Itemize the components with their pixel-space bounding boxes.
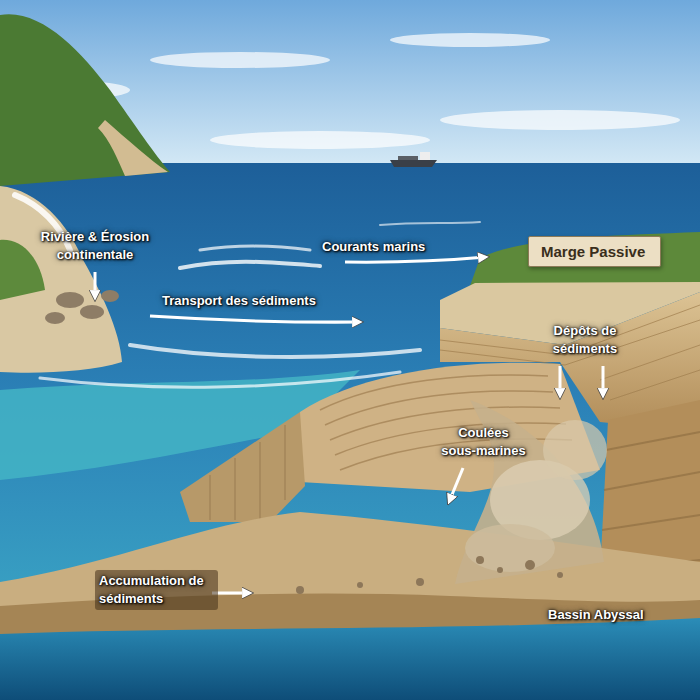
pointer-arrows — [95, 257, 603, 593]
ship-bridge — [420, 152, 430, 160]
pointer-arrow — [559, 366, 562, 396]
debris — [296, 556, 563, 594]
cloud — [440, 110, 680, 130]
beach — [0, 186, 122, 373]
dust-cloud — [543, 420, 607, 480]
debris-rock — [525, 560, 535, 570]
wave — [200, 246, 310, 250]
coastal-hill — [0, 14, 170, 186]
stratum — [600, 432, 700, 570]
debris-rock — [416, 578, 424, 586]
pointer-arrow — [150, 316, 360, 322]
right-cliff-strata — [600, 432, 700, 570]
dust-cloud — [465, 524, 555, 572]
ship — [390, 152, 437, 167]
lower-cliff — [180, 412, 305, 522]
wave — [40, 372, 400, 387]
pointer-arrow — [94, 272, 97, 298]
ship-deck — [398, 156, 418, 160]
cloud — [390, 33, 550, 47]
grass-top — [470, 232, 700, 286]
callout-label: Coulées sous-marines — [440, 424, 527, 460]
abyssal-water — [0, 618, 700, 700]
terrace — [320, 375, 548, 410]
wave — [130, 345, 420, 357]
shore-rocks — [45, 290, 119, 324]
surf — [15, 195, 480, 387]
submarine-slide — [296, 400, 607, 594]
debris-rock — [357, 582, 363, 588]
debris-rock — [557, 572, 563, 578]
ship-hull — [390, 160, 437, 167]
cloud — [210, 131, 430, 149]
rock — [101, 290, 119, 302]
cliff-columns — [210, 425, 285, 520]
hill-cliff-face — [98, 120, 168, 176]
wave — [180, 262, 320, 268]
rock — [80, 305, 104, 319]
callout-label: Transport des sédiments — [162, 292, 382, 310]
debris-rock — [497, 567, 503, 573]
stratum — [610, 370, 700, 400]
wave — [380, 222, 480, 225]
pointer-arrow — [449, 468, 463, 502]
debris-rock — [296, 586, 304, 594]
cloud — [150, 52, 330, 68]
rock — [56, 292, 84, 308]
column-joints — [210, 425, 285, 520]
shore-vegetation — [0, 240, 45, 300]
callout-label: Rivière & Érosion continentale — [20, 228, 170, 264]
region-tag: Marge Passive — [528, 236, 661, 267]
rock — [45, 312, 65, 324]
pointer-arrow — [345, 257, 486, 262]
pointer-arrow — [602, 366, 605, 396]
sea — [0, 163, 700, 700]
callout-label: Dépôts de sédiments — [535, 322, 635, 358]
callout-label: Courants marins — [322, 238, 472, 256]
callout-label: Accumulation de sédiments — [95, 570, 218, 610]
region-title: Marge Passive — [541, 242, 648, 261]
debris-rock — [476, 556, 484, 564]
terrace — [325, 391, 553, 425]
callout-label: Bassin Abyssal — [548, 606, 688, 624]
